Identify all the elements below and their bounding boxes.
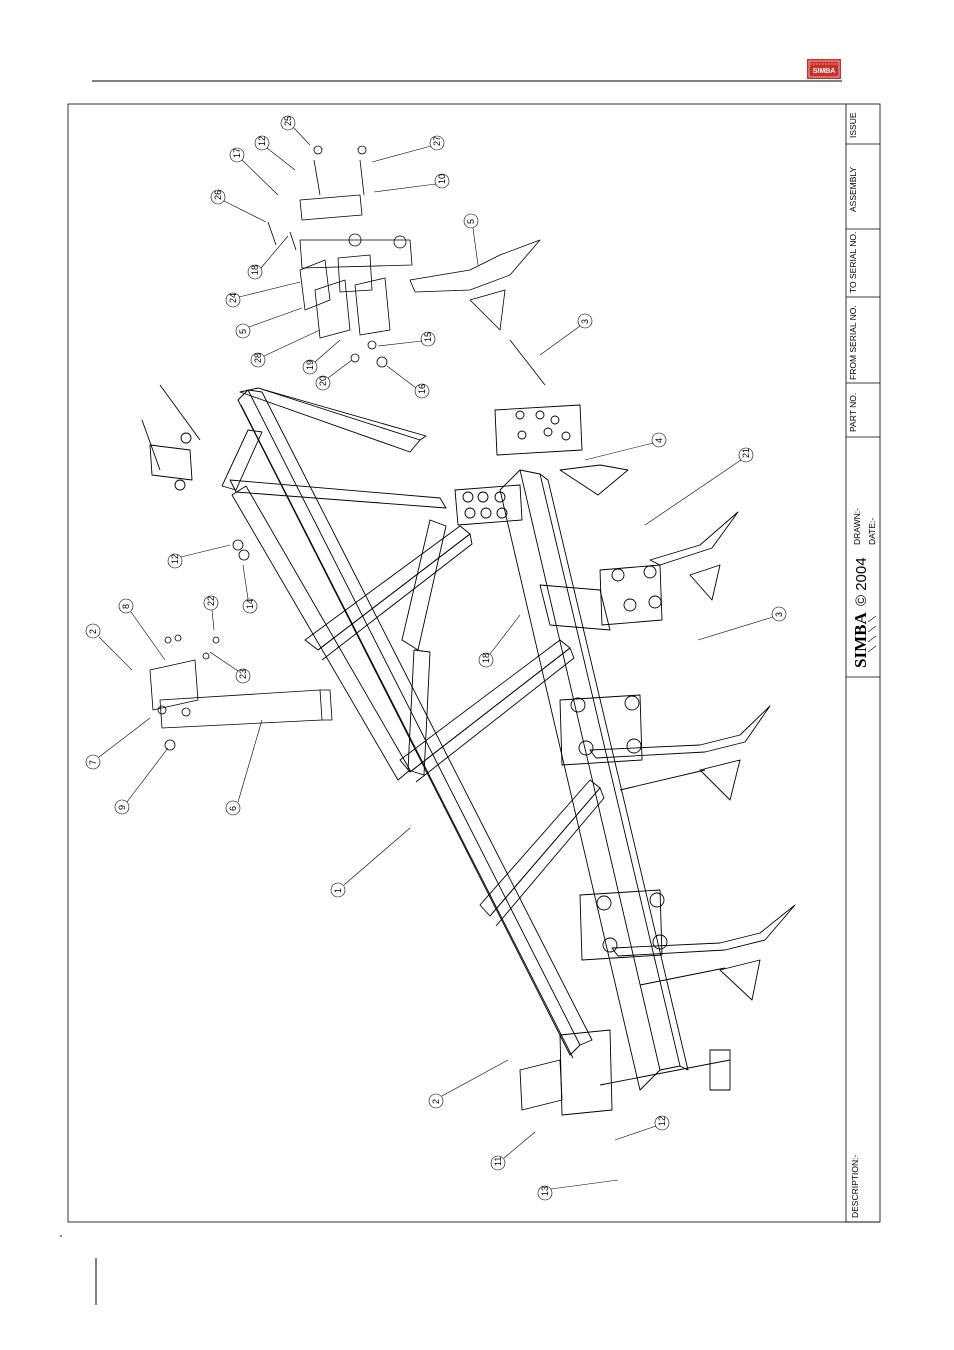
logo-text: SIMBA — [813, 68, 836, 75]
callout-number: 8 — [121, 604, 131, 609]
sub-assembly-top — [268, 146, 545, 385]
issue-label: ISSUE — [848, 112, 858, 138]
callout-19: 19 — [303, 340, 340, 374]
main-frame — [222, 388, 730, 1115]
callout-number: 27 — [432, 136, 442, 146]
callout-number: 17 — [232, 148, 242, 158]
callout-14: 14 — [243, 565, 257, 613]
callout-13: 13 — [538, 1180, 618, 1200]
callout-25: 25 — [281, 116, 310, 145]
callout-number: 22 — [206, 596, 216, 606]
callout-number: 1 — [333, 888, 343, 893]
callout-number: 18 — [250, 265, 260, 275]
callout-number: 19 — [305, 360, 315, 370]
drawing-border — [68, 104, 880, 1222]
part-no-label: PART NO. — [848, 393, 858, 432]
callout-number: 16 — [417, 384, 427, 394]
from-serial-label: FROM SERIAL NO. — [848, 305, 858, 380]
callout-number: 20 — [318, 376, 328, 386]
corner-dot — [60, 1235, 62, 1237]
callout-number: 6 — [228, 806, 238, 811]
callout-12: 12 — [255, 136, 295, 170]
drawn-label: DRAWN:- — [852, 508, 862, 545]
callout-17: 17 — [230, 148, 278, 195]
callout-3-top: 3 — [540, 314, 592, 355]
callout-3-mid: 3 — [698, 607, 786, 640]
copyright-year: © 2004 — [853, 557, 870, 606]
callout-27: 27 — [372, 136, 444, 162]
date-label: DATE:- — [867, 518, 877, 545]
title-block: ISSUE ASSEMBLY TO SERIAL NO. FROM SERIAL… — [846, 104, 880, 1222]
callouts: 25 12 17 27 26 10 5 18 24 5 28 19 15 20 … — [86, 116, 786, 1200]
tine-assemblies — [142, 385, 795, 1000]
callout-16: 16 — [387, 366, 429, 398]
callout-number: 11 — [493, 1157, 503, 1166]
callout-number: 3 — [774, 612, 784, 617]
callout-number: 9 — [117, 805, 127, 810]
callout-12-bottom: 12 — [615, 1116, 669, 1140]
brand-block: SIMBA © 2004 — [851, 557, 876, 668]
callout-5-top: 5 — [464, 214, 478, 265]
callout-5-left: 5 — [236, 308, 302, 338]
callout-22: 22 — [204, 596, 218, 630]
callout-number: 12 — [657, 1116, 667, 1126]
callout-18-mid: 18 — [479, 615, 520, 667]
callout-number: 12 — [170, 554, 180, 564]
callout-20: 20 — [316, 360, 352, 390]
callout-26: 26 — [211, 190, 266, 222]
callout-number: 21 — [741, 448, 751, 458]
callout-number: 2 — [88, 629, 98, 634]
callout-number: 14 — [245, 599, 255, 609]
description-label: DESCRIPTION:- — [850, 1155, 860, 1218]
callout-number: 13 — [540, 1186, 550, 1196]
assembly-label: ASSEMBLY — [848, 166, 858, 212]
callout-number: 28 — [253, 353, 263, 363]
callout-2-left: 2 — [86, 624, 132, 670]
callout-12-mid: 12 — [168, 545, 230, 568]
callout-2-bottom: 2 — [429, 1060, 508, 1108]
callout-number: 5 — [466, 219, 476, 224]
callout-11: 11 — [491, 1132, 535, 1170]
callout-number: 18 — [481, 653, 491, 663]
callout-number: 7 — [88, 760, 98, 765]
callout-number: 15 — [423, 332, 433, 342]
callout-number: 25 — [283, 116, 293, 126]
callout-1: 1 — [331, 828, 410, 897]
callout-number: 12 — [257, 136, 267, 146]
callout-10: 10 — [374, 174, 449, 192]
callout-15: 15 — [378, 332, 435, 346]
callout-number: 23 — [238, 669, 248, 679]
callout-number: 24 — [228, 293, 238, 303]
brand-name: SIMBA — [851, 612, 870, 668]
callout-18-top: 18 — [248, 236, 288, 279]
callout-23: 23 — [210, 652, 250, 683]
callout-number: 4 — [654, 438, 664, 443]
to-serial-label: TO SERIAL NO. — [848, 232, 858, 293]
callout-number: 26 — [213, 190, 223, 200]
callout-8: 8 — [119, 599, 165, 660]
callout-9: 9 — [115, 748, 168, 814]
callout-7: 7 — [86, 718, 150, 769]
callout-number: 10 — [437, 174, 447, 184]
callout-number: 5 — [238, 329, 248, 334]
callout-24: 24 — [226, 282, 300, 307]
callout-6: 6 — [226, 720, 262, 815]
callout-number: 2 — [431, 1099, 441, 1104]
callout-4: 4 — [585, 433, 666, 460]
simba-logo: SIMBA — [807, 59, 841, 79]
sub-assembly-left — [150, 540, 332, 750]
callout-number: 3 — [580, 319, 590, 324]
